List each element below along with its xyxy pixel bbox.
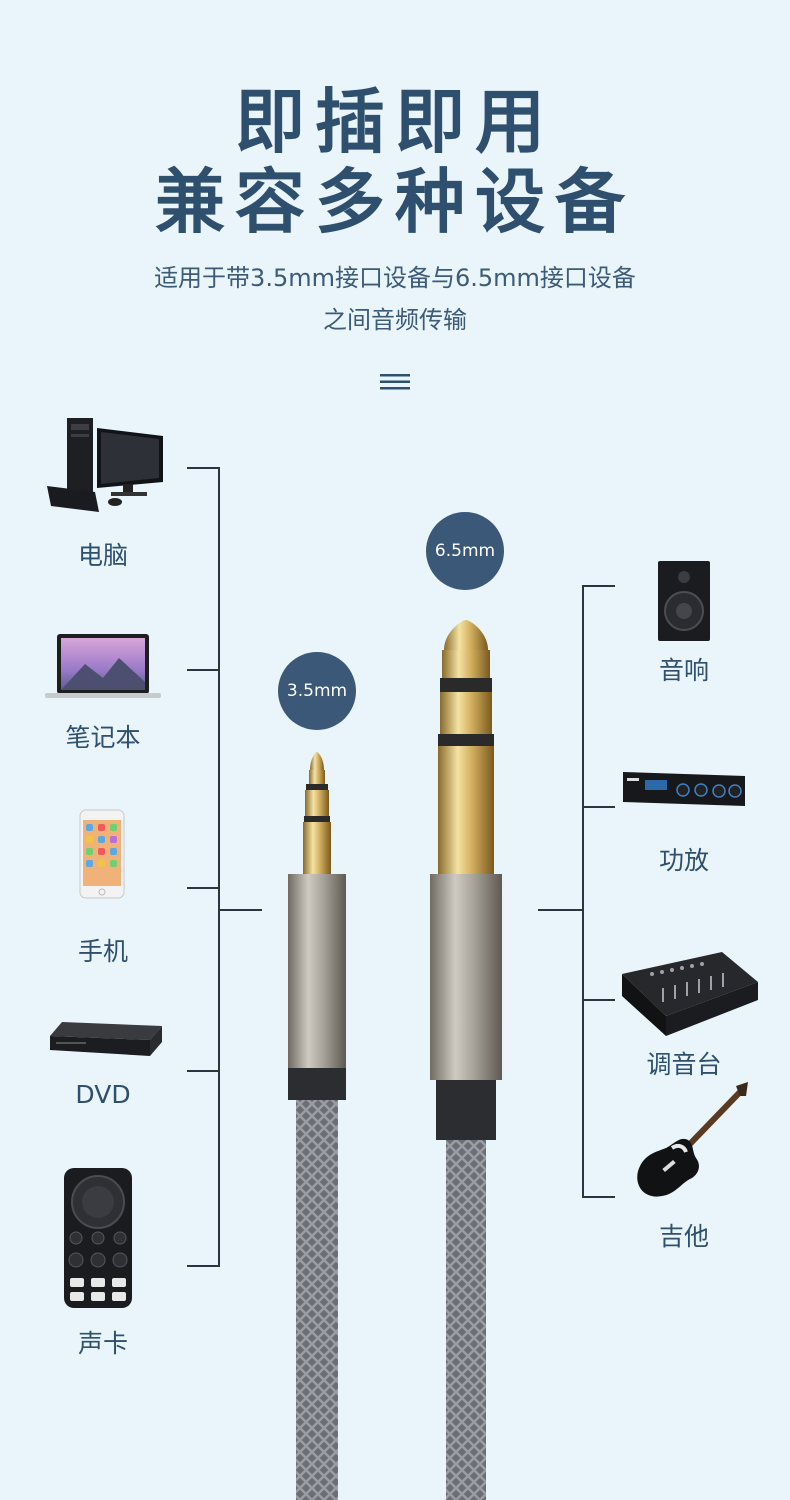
right-device-label-1: 音响: [658, 656, 709, 685]
right-bracket-tick-2: [582, 806, 615, 808]
left-bracket-tick-5: [187, 1265, 220, 1267]
speaker-icon: [658, 561, 710, 641]
right-device-label-4: 吉他: [658, 1222, 709, 1251]
plug-size-badge-3-5mm: 3.5mm: [278, 652, 356, 730]
plug-size-label-6-5mm: 6.5mm: [434, 541, 496, 561]
dvd-player-icon: [50, 1022, 162, 1056]
left-bracket-tick-4: [187, 1070, 220, 1072]
left-bracket-tick-3: [187, 887, 220, 889]
left-device-label-3: 手机: [77, 937, 128, 966]
plug-6-5mm: [430, 620, 502, 1500]
right-device-label-3: 调音台: [646, 1050, 722, 1079]
plug-3-5mm: [288, 752, 346, 1500]
left-device-label-5: 声卡: [77, 1329, 128, 1358]
laptop-icon: [45, 634, 161, 698]
left-device-label-2: 笔记本: [65, 723, 141, 752]
smartphone-icon: [79, 809, 125, 899]
electric-guitar-icon: [637, 1082, 748, 1197]
left-device-label-1: 电脑: [77, 541, 128, 570]
left-bracket-connector: [218, 909, 262, 911]
page-title-line2: 兼容多种设备: [155, 161, 635, 243]
menu-lines-icon: [380, 374, 410, 390]
plug-size-badge-6-5mm: 6.5mm: [426, 512, 504, 590]
left-bracket-vertical: [218, 467, 220, 1267]
page-title-line1: 即插即用: [235, 81, 555, 163]
desktop-computer-icon: [47, 418, 163, 512]
right-bracket-tick-4: [582, 1196, 615, 1198]
right-bracket-tick-1: [582, 585, 615, 587]
left-bracket-tick-2: [187, 669, 220, 671]
left-bracket-tick-1: [187, 467, 220, 469]
right-bracket-vertical: [582, 585, 584, 1198]
mixer-console-icon: [622, 952, 758, 1036]
right-bracket-connector: [538, 909, 584, 911]
right-bracket-tick-3: [582, 999, 615, 1001]
subtitle-line1: 适用于带3.5mm接口设备与6.5mm接口设备: [154, 264, 636, 292]
subtitle-line2: 之间音频传输: [323, 306, 467, 334]
amplifier-icon: [623, 772, 745, 806]
left-device-label-4: DVD: [75, 1080, 131, 1109]
plug-size-label-3-5mm: 3.5mm: [286, 681, 348, 701]
right-device-label-2: 功放: [658, 846, 709, 875]
sound-card-icon: [64, 1168, 132, 1308]
